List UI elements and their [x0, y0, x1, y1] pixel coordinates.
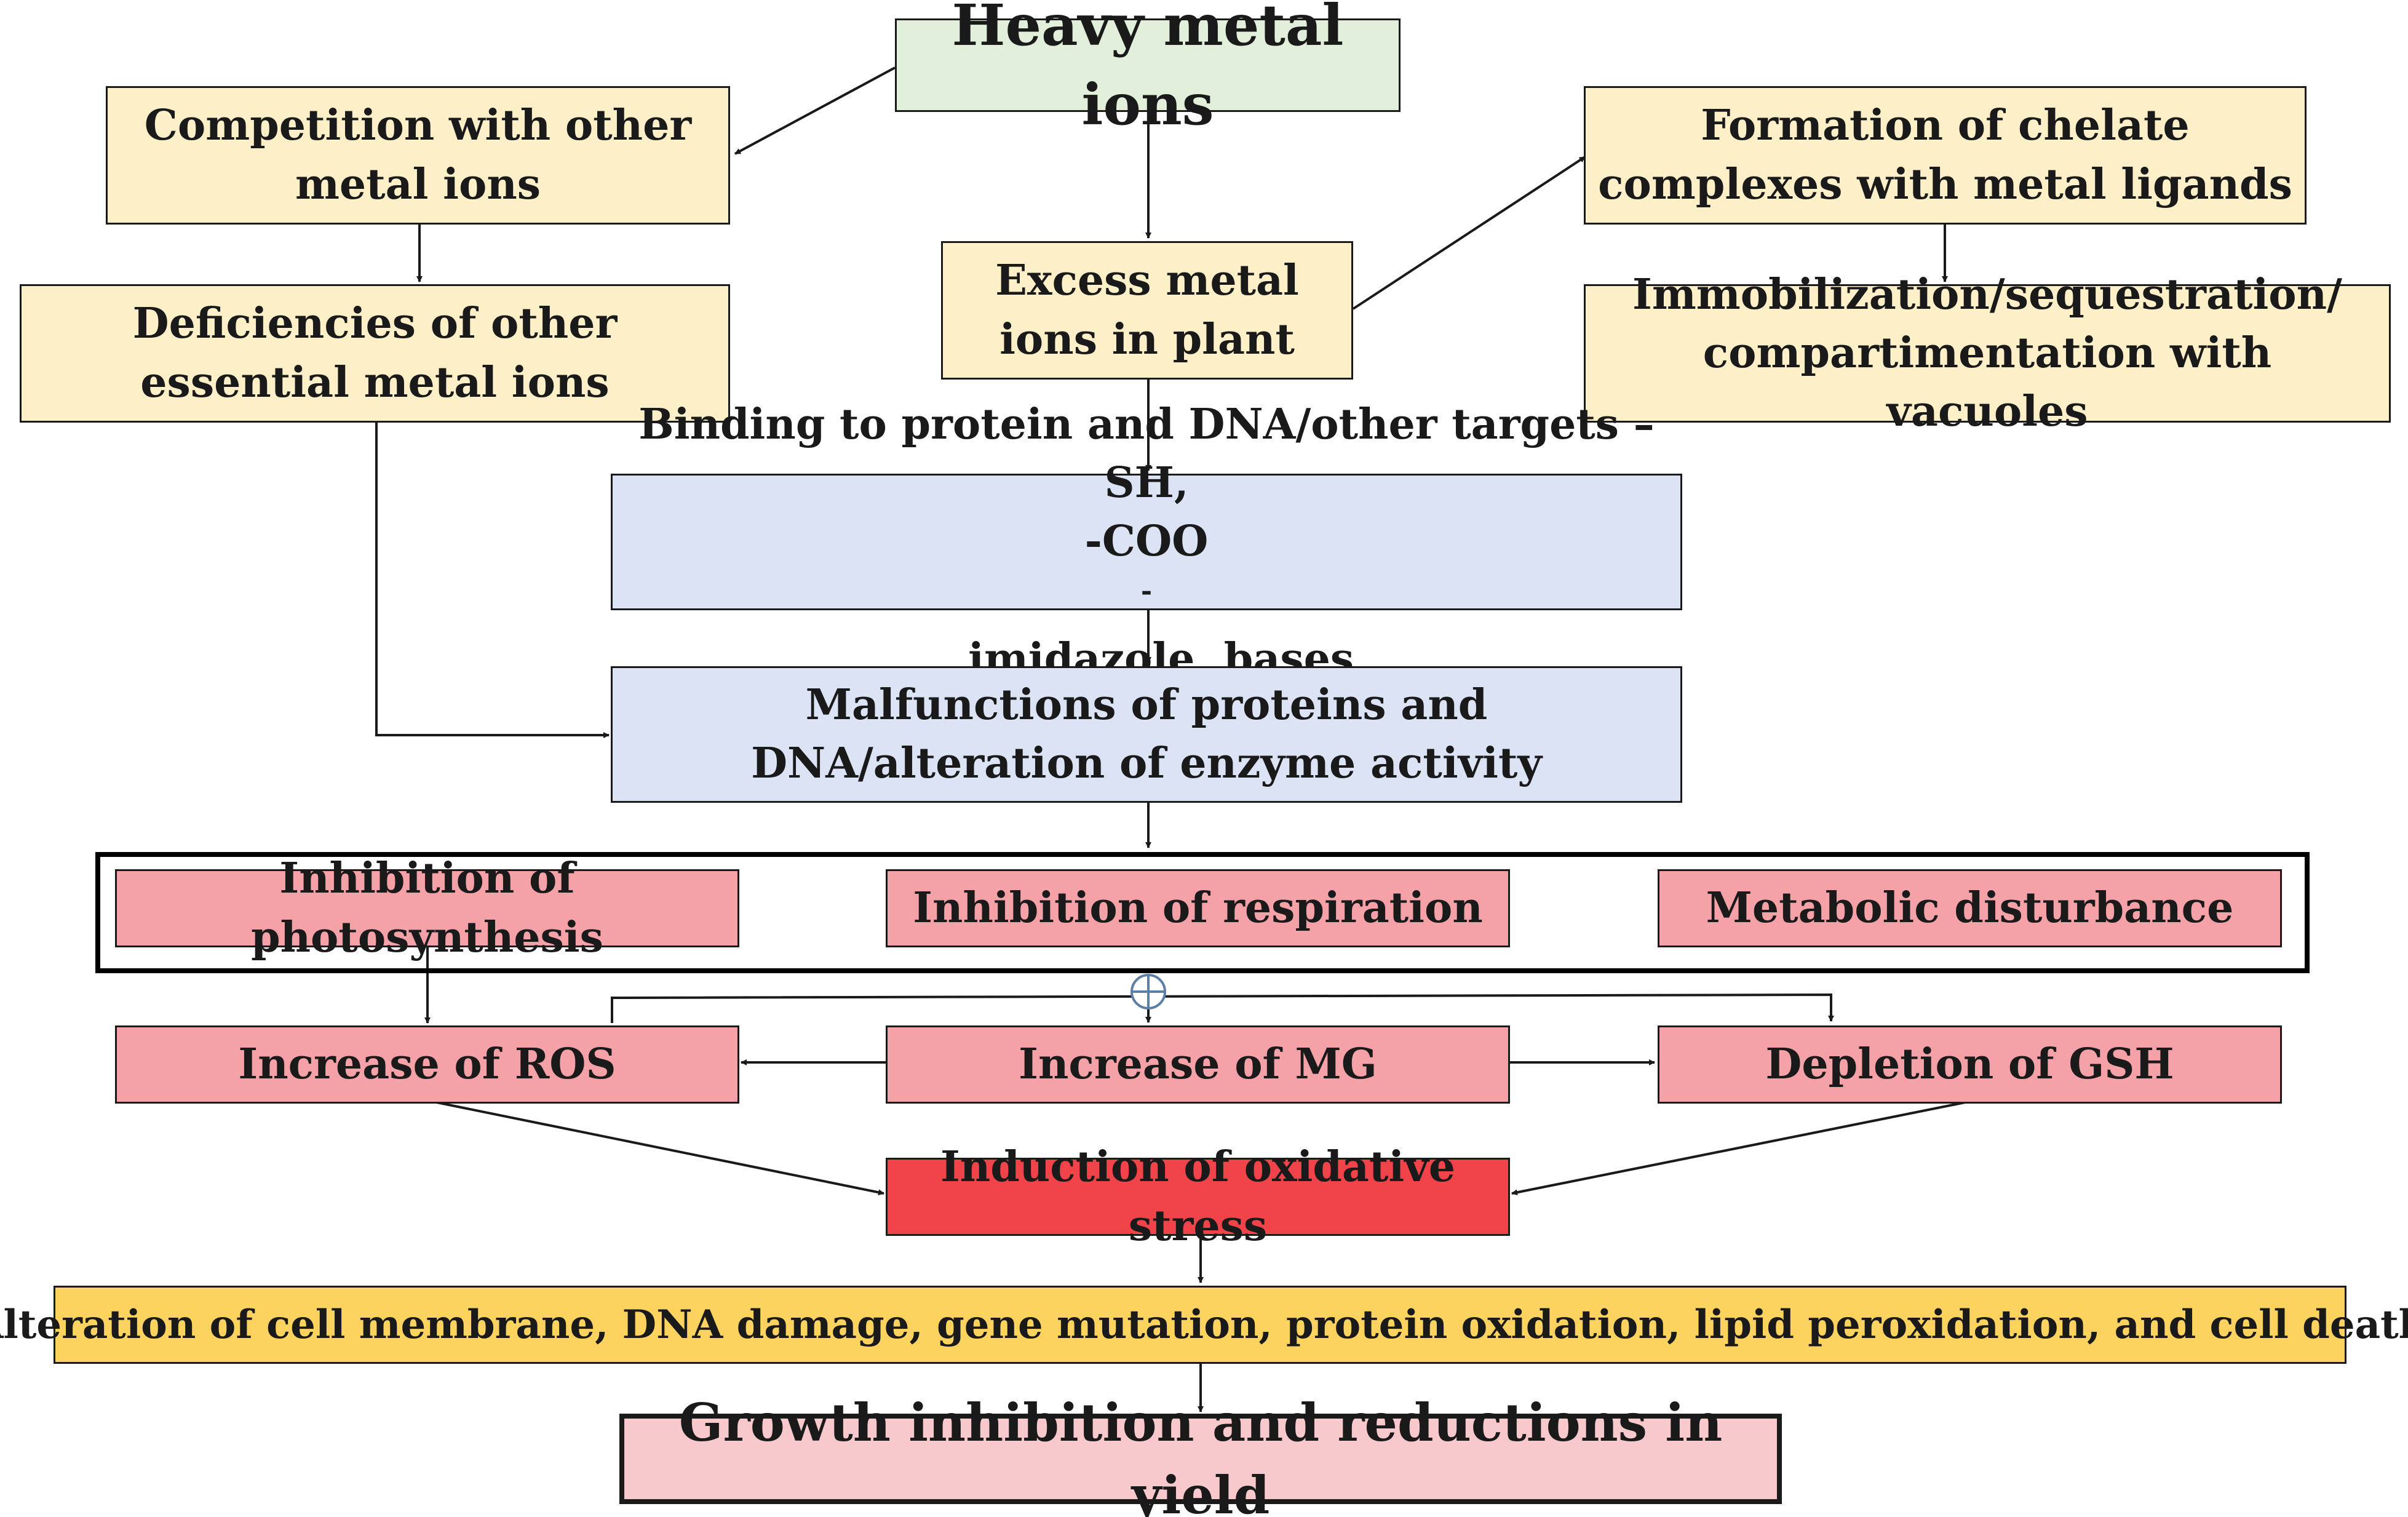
node-increase-mg: Increase of MG: [886, 1025, 1510, 1104]
node-inhibition-respiration: Inhibition of respiration: [886, 869, 1510, 947]
node-heavy-metal-ions: Heavy metal ions: [895, 0, 1401, 138]
node-inhibition-photosynthesis: Inhibition of photosynthesis: [115, 854, 739, 962]
node-alteration-effects: Alteration of cell membrane, DNA damage,…: [0, 1286, 2408, 1364]
arrow-excess-to-chelate: [1352, 156, 1586, 310]
node-increase-ros: Increase of ROS: [115, 1025, 739, 1104]
node-malfunctions: Malfunctions of proteins and DNA/alterat…: [611, 666, 1682, 803]
node-immobilization: Immobilization/sequestration/compartimen…: [1584, 270, 2391, 436]
node-deficiencies: Deficiencies of other essential metal io…: [20, 284, 730, 423]
node-competition: Competition with other metal ions: [106, 86, 730, 225]
arrow-ros-to-oxidative: [430, 1100, 884, 1196]
node-oxidative-stress: Induction of oxidative stress: [886, 1142, 1510, 1251]
node-excess-metal-ions: Excess metal ions in plant: [941, 241, 1353, 380]
node-depletion-gsh: Depletion of GSH: [1658, 1025, 2282, 1104]
effects-group-frame: [95, 852, 2310, 973]
junction-line: [611, 993, 1834, 1023]
arrow-deficiencies-to-malfunctions: [375, 423, 610, 738]
arrow-heavy-to-competition: [734, 66, 896, 155]
arrow-gsh-to-oxidative: [1511, 1100, 1972, 1196]
node-metabolic-disturbance: Metabolic disturbance: [1658, 869, 2282, 947]
node-chelate-complexes: Formation of chelate complexes with meta…: [1584, 86, 2307, 225]
node-binding-targets: Binding to protein and DNA/other targets…: [611, 400, 1682, 683]
node-growth-inhibition: Growth inhibition and reductions in yiel…: [619, 1392, 1782, 1517]
